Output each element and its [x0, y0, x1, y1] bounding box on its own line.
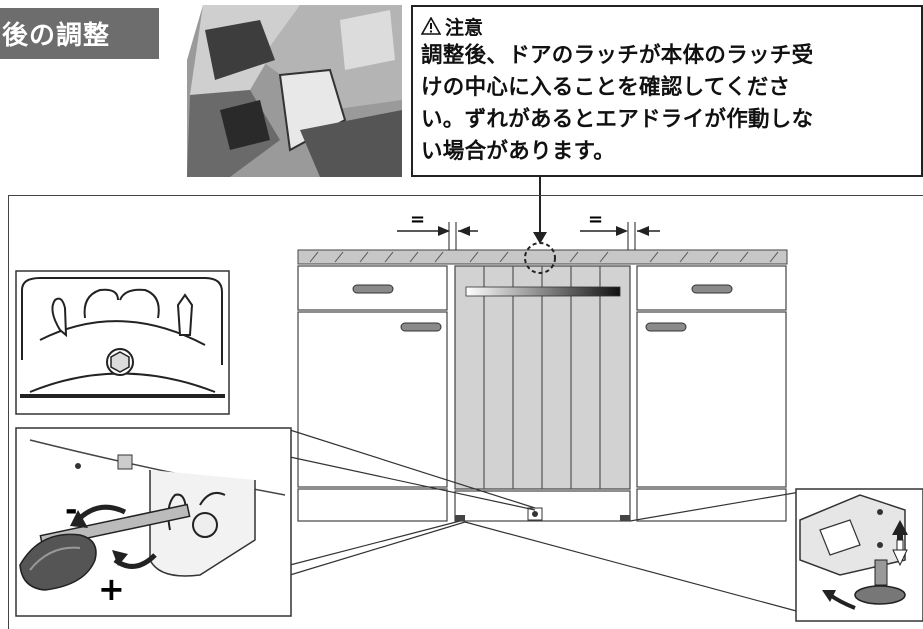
caution-box: 注意 調整後、ドアのラッチが本体のラッチ受 けの中心に入ることを確認してくださ …: [411, 5, 923, 177]
gap-indicator-right: [580, 222, 660, 250]
caution-title-row: 注意: [421, 13, 921, 39]
caution-text: 調整後、ドアのラッチが本体のラッチ受 けの中心に入ることを確認してくださ い。ず…: [421, 40, 921, 168]
gap-equal-label-left: =: [410, 209, 425, 230]
right-cabinet: [636, 265, 787, 522]
door-handle: [400, 322, 442, 332]
countertop: [297, 249, 788, 265]
warning-triangle-icon: [421, 17, 441, 35]
gap-equal-label-right: =: [588, 209, 603, 230]
drawer-handle: [691, 284, 733, 294]
leg-adjuster-inset: [795, 488, 923, 622]
caution-pointer-arrow: [533, 232, 547, 244]
latch-highlight-circle: [524, 242, 556, 274]
minus-label: -: [65, 493, 77, 528]
section-heading: 後の調整: [0, 8, 159, 59]
plus-label: +: [98, 570, 125, 608]
caution-line: い。ずれがあるとエアドライが作動しな: [421, 107, 814, 132]
caution-title: 注意: [445, 16, 484, 39]
caution-line: けの中心に入ることを確認してくださ: [421, 75, 791, 100]
caution-line: い場合があります。: [421, 139, 616, 164]
door-handle: [645, 322, 687, 332]
caution-line: 調整後、ドアのラッチが本体のラッチ受: [421, 43, 814, 68]
screwdriver-adjustment-inset: [15, 427, 292, 617]
drawer-handle: [352, 284, 394, 294]
latch-photo: [187, 5, 402, 177]
dishwasher-door-panel: [454, 265, 631, 522]
left-cabinet: [297, 265, 448, 522]
bracket-detail-inset: [15, 270, 230, 415]
installation-diagram-frame: [8, 195, 923, 629]
gap-indicator-left: [397, 222, 478, 250]
